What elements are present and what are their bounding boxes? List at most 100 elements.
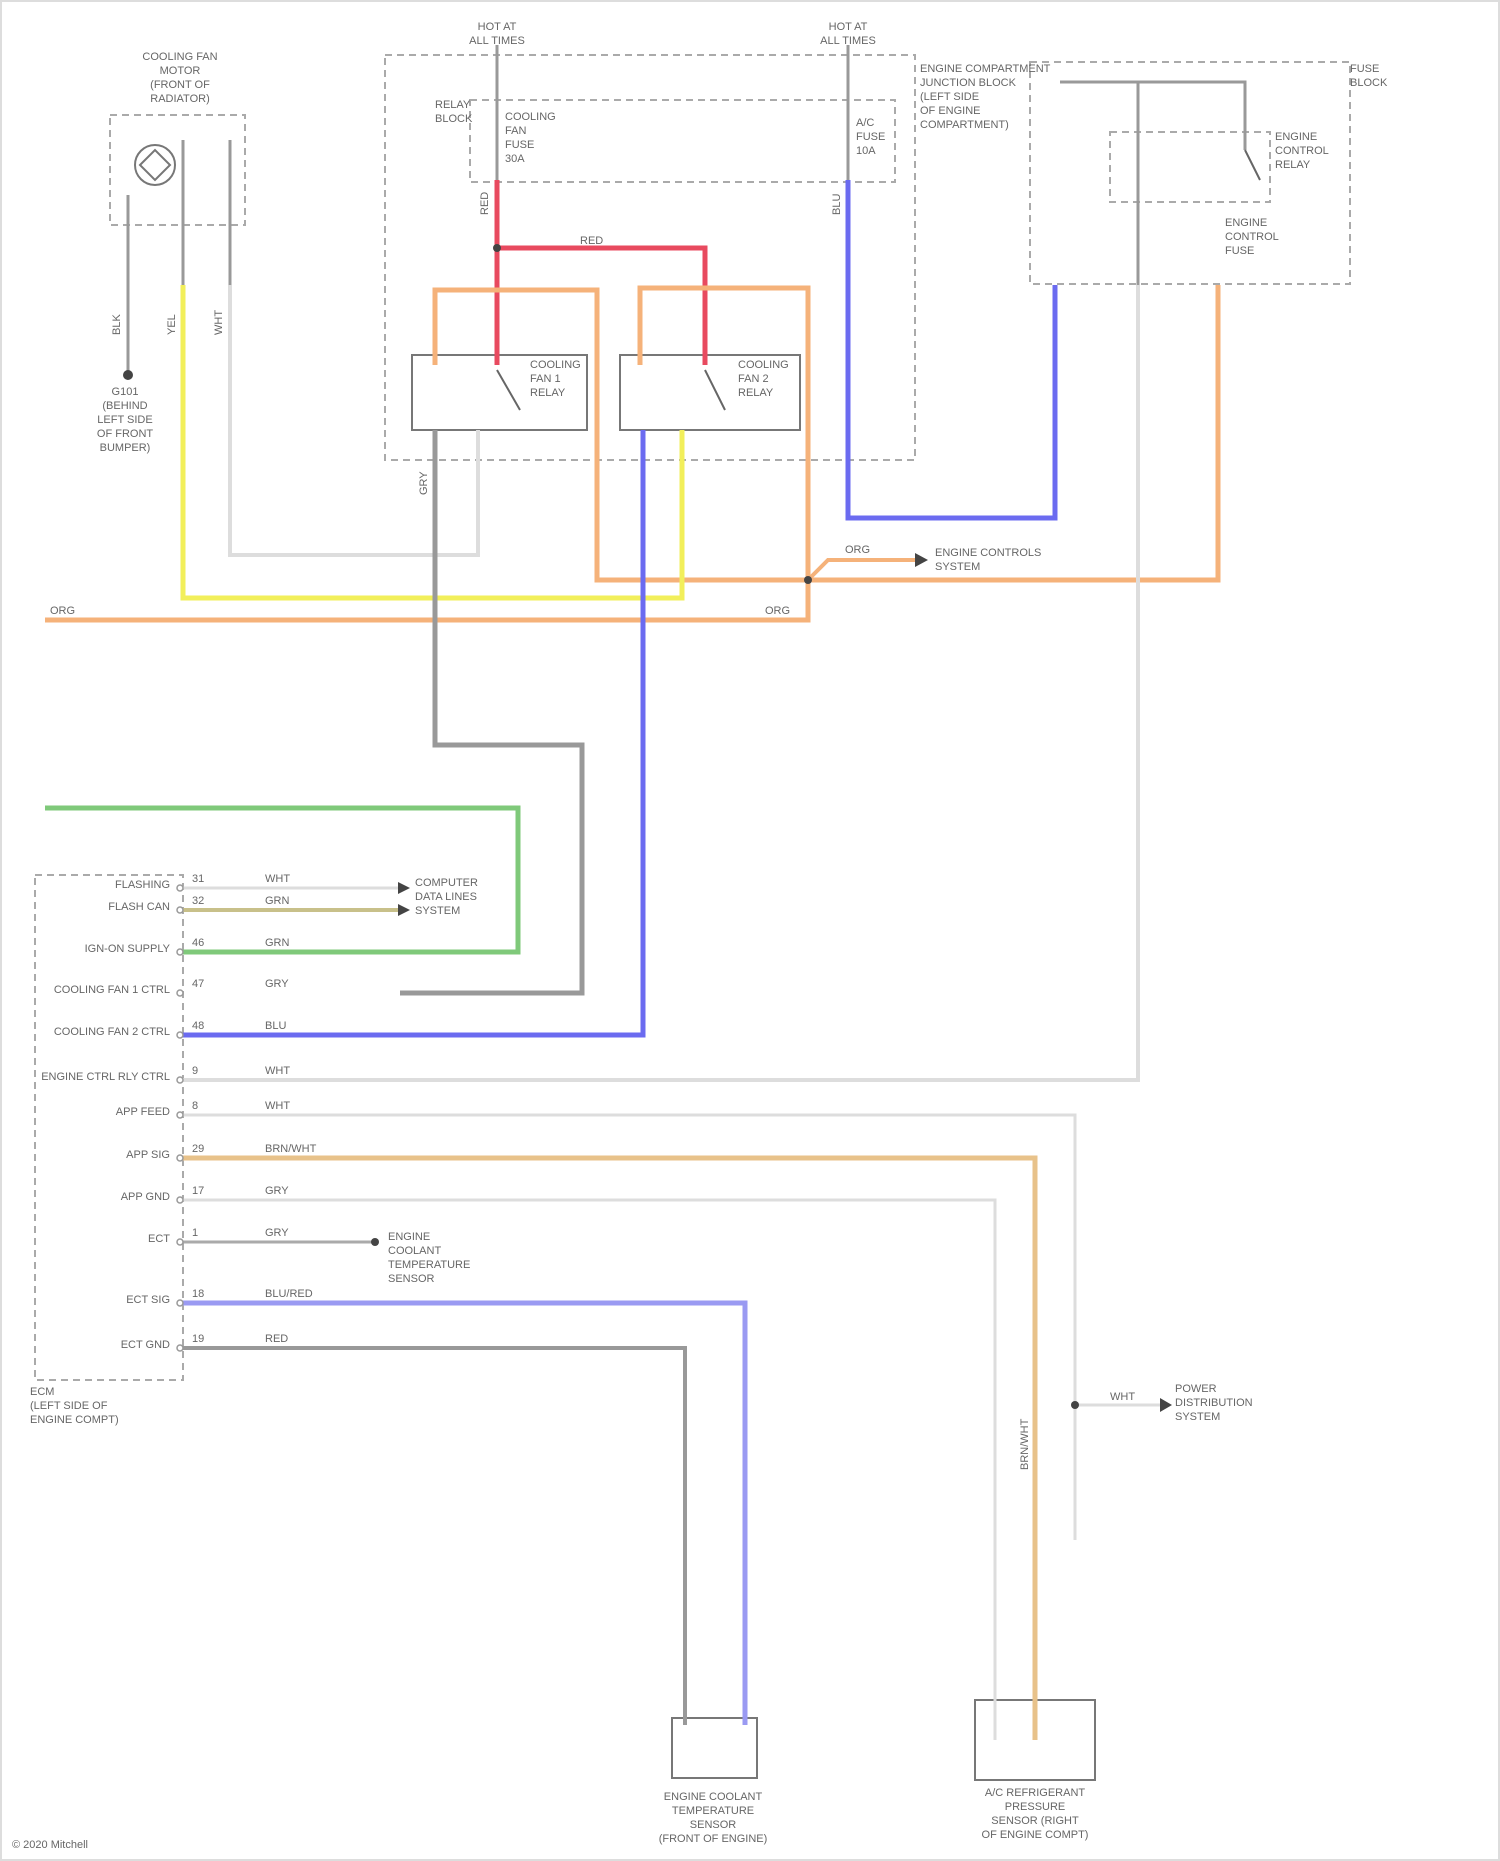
arrow-flashing <box>398 882 410 894</box>
wire-blue-fan2 <box>180 430 643 1035</box>
relay2-line-2: FAN 2 <box>738 373 769 385</box>
ecm-pin-name-6: ENGINE CTRL RLY CTRL <box>41 1071 170 1083</box>
relay2-label: COOLING FAN 2 RELAY <box>738 359 789 399</box>
ecm-pin-num-3: 46 <box>192 937 204 949</box>
ctrl-relay-label: ENGINE CONTROL RELAY <box>1275 131 1329 171</box>
ac-sensor-line-4: OF ENGINE COMPT) <box>982 1829 1089 1841</box>
label-orange-right: ORG <box>765 605 790 617</box>
ecm-pin-name-7: APP FEED <box>116 1106 170 1118</box>
power-label-1: HOT AT <box>478 21 517 33</box>
fuse-right-line-2: BLOCK <box>1350 77 1388 89</box>
engine-ctrl-ref-2: SYSTEM <box>935 561 980 573</box>
ecm-pin-name-5: COOLING FAN 2 CTRL <box>54 1026 170 1038</box>
engine-fuse-line-3: FUSE <box>1225 245 1254 257</box>
ecm-pin-wire-6: WHT <box>265 1065 290 1077</box>
fuse-right-line-1: FUSE <box>1350 63 1379 75</box>
relay1-line-3: RELAY <box>530 387 566 399</box>
ctrl-relay-line-2: CONTROL <box>1275 145 1329 157</box>
relay2-line-1: COOLING <box>738 359 789 371</box>
wire-red <box>497 180 705 365</box>
fan-motor-line-2: MOTOR <box>160 65 201 77</box>
arrow-power-dist <box>1160 1398 1172 1412</box>
ecm-label: ECM (LEFT SIDE OF ENGINE COMPT) <box>30 1386 119 1426</box>
relay1-label: COOLING FAN 1 RELAY <box>530 359 581 399</box>
ecm-pin-num-6: 9 <box>192 1065 198 1077</box>
ground-point <box>123 370 133 380</box>
ac-sensor-line-2: PRESSURE <box>1005 1801 1066 1813</box>
ect-sensor-line-1: ENGINE COOLANT <box>664 1791 763 1803</box>
ecm-pin-num-2: 32 <box>192 895 204 907</box>
knock-ref-4: SENSOR <box>388 1273 435 1285</box>
wire-app-gnd <box>180 1200 995 1740</box>
wire-ect-sig <box>180 1303 745 1725</box>
splice-red <box>493 244 501 252</box>
ecm-pin-wire-2: GRN <box>265 895 290 907</box>
ect-sensor-line-4: (FRONT OF ENGINE) <box>659 1833 768 1845</box>
label-red-top: RED <box>580 235 603 247</box>
label-brn-wht: BRN/WHT <box>1019 1418 1031 1470</box>
ecm-pin-name-3: IGN-ON SUPPLY <box>85 943 171 955</box>
fuse-ac-line-2: FUSE <box>856 131 885 143</box>
engine-fuse-line-2: CONTROL <box>1225 231 1279 243</box>
label-blk: BLK <box>111 314 123 335</box>
ecm-pin-name-11: ECT SIG <box>126 1294 170 1306</box>
label-wht: WHT <box>213 310 225 335</box>
wire-app-feed <box>180 1115 1075 1540</box>
jb-line-1: ENGINE COMPARTMENT <box>920 63 1051 75</box>
ecm-pin-name-10: ECT <box>148 1233 170 1245</box>
ecm-pin-name-1: FLASHING <box>115 879 170 891</box>
label-wht-ref: WHT <box>1110 1391 1135 1403</box>
ecm-pin-wire-8: BRN/WHT <box>265 1143 317 1155</box>
power-ref: POWER DISTRIBUTION SYSTEM <box>1175 1383 1253 1423</box>
ect-sensor-label: ENGINE COOLANT TEMPERATURE SENSOR (FRONT… <box>659 1791 768 1845</box>
ecm-pin-wire-9: GRY <box>265 1185 289 1197</box>
arrow-flash-can <box>398 904 410 916</box>
relay1-line-1: COOLING <box>530 359 581 371</box>
fuse-right-label: FUSE BLOCK <box>1350 63 1388 89</box>
ecm-pin-num-8: 29 <box>192 1143 204 1155</box>
ecm-pin-name-4: COOLING FAN 1 CTRL <box>54 984 170 996</box>
ecm-pin-wire-10: GRY <box>265 1227 289 1239</box>
ecm-pin-wire-12: RED <box>265 1333 288 1345</box>
ecm-pin-wire-5: BLU <box>265 1020 286 1032</box>
ground-line-5: BUMPER) <box>100 442 151 454</box>
splice-app-feed <box>1071 1401 1079 1409</box>
knock-ref-2: COOLANT <box>388 1245 441 1257</box>
ecm-pin-wire-1: WHT <box>265 873 290 885</box>
arrow-engine-controls <box>915 553 928 567</box>
wire-orange-right <box>808 285 1218 580</box>
jb-line-4: OF ENGINE <box>920 105 981 117</box>
label-org-ref: ORG <box>845 544 870 556</box>
knock-ref-3: TEMPERATURE <box>388 1259 470 1271</box>
label-red-relay: RED <box>479 192 491 215</box>
ctrl-relay-line-1: ENGINE <box>1275 131 1317 143</box>
wire-blue-top <box>848 180 1055 518</box>
knock-ref: ENGINE COOLANT TEMPERATURE SENSOR <box>388 1231 470 1285</box>
fuse-main-line-2: FAN <box>505 125 526 137</box>
ecm-pin-num-5: 48 <box>192 1020 204 1032</box>
ecm-line-3: ENGINE COMPT) <box>30 1414 119 1426</box>
ecm-pin-wire-7: WHT <box>265 1100 290 1112</box>
splice-ect <box>371 1238 379 1246</box>
relay-block-line-2: BLOCK <box>435 113 473 125</box>
fan-motor-box <box>110 115 245 225</box>
ecm-pin-wire-4: GRY <box>265 978 289 990</box>
ecm-pin-num-10: 1 <box>192 1227 198 1239</box>
ecm-pin-name-8: APP SIG <box>126 1149 170 1161</box>
ect-sensor-line-2: TEMPERATURE <box>672 1805 754 1817</box>
fan-motor-line-1: COOLING FAN <box>142 51 217 63</box>
label-gry: GRY <box>418 471 430 495</box>
wire-orange-ref <box>808 560 915 580</box>
ect-sensor-line-3: SENSOR <box>690 1819 737 1831</box>
wire-orange-relay2 <box>45 288 808 620</box>
copyright: © 2020 Mitchell <box>12 1839 88 1851</box>
ecm-pin-name-2: FLASH CAN <box>108 901 170 913</box>
power-ref-3: SYSTEM <box>1175 1411 1220 1423</box>
ecm-pin-name-12: ECT GND <box>121 1339 170 1351</box>
fuse-ac-line-3: 10A <box>856 145 876 157</box>
fuse-main-label: COOLING FAN FUSE 30A <box>505 111 556 165</box>
wire-ect-gnd <box>180 1348 685 1725</box>
ecm-pin-wire-3: GRN <box>265 937 290 949</box>
engine-ctrl-ref: ENGINE CONTROLS SYSTEM <box>935 547 1041 573</box>
